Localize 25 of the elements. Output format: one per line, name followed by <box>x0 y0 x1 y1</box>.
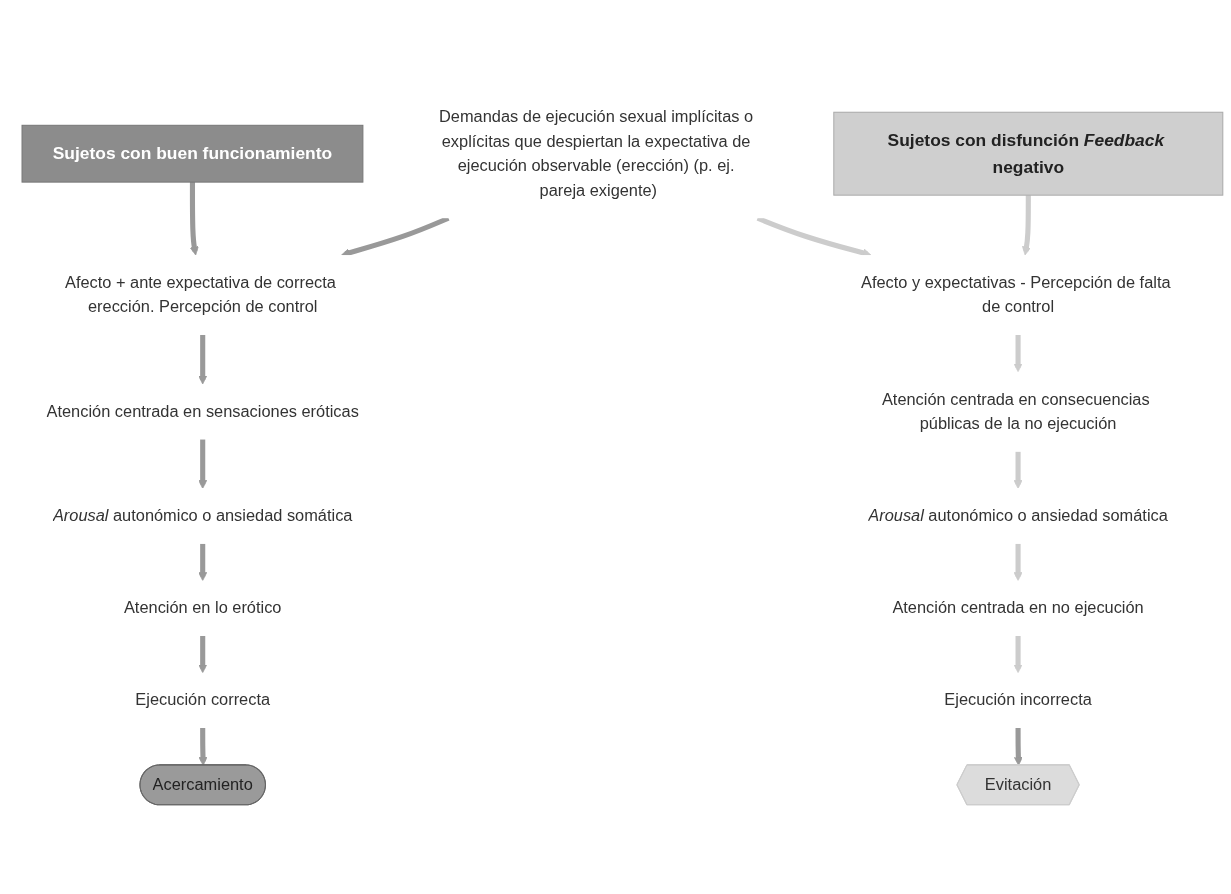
node-text: Ejecución incorrecta <box>944 691 1092 709</box>
node-text: Ejecución correcta <box>135 691 271 709</box>
node-text: Atención centrada en no ejecución <box>892 599 1144 617</box>
arrow <box>198 543 208 581</box>
arrow <box>198 334 208 385</box>
arrow <box>1013 635 1023 674</box>
node-text: Arousal autonómico o ansiedad somática <box>868 506 1168 525</box>
arrow <box>1013 728 1023 766</box>
node-box: Sujetos con disfunción Feedback negativo <box>833 111 1224 196</box>
arrow <box>189 182 199 256</box>
node-box: Sujetos con buen funcionamiento <box>21 124 364 183</box>
arrow <box>1013 334 1023 373</box>
node-text: Afecto y expectativas - Percepción de falta de control <box>861 273 1171 316</box>
node-text: Afecto + ante expectativa de correcta erección. Percepción de control <box>64 273 336 316</box>
node-text: Demandas de ejecución sexual implícitas o explícitas que despiertan la expectativa de ejecución observable (erección) (p. ej. pareja exigente) <box>439 107 754 199</box>
node-text: Atención centrada en sensaciones eróticas <box>46 402 359 420</box>
arrow <box>1013 543 1023 581</box>
arrow <box>198 439 208 489</box>
arrow <box>1022 195 1031 256</box>
arrow <box>1013 451 1023 489</box>
arrow <box>198 728 208 766</box>
node-text: Arousal autonómico o ansiedad somática <box>52 506 353 525</box>
node-text: Atención centrada en consecuencias públicas de la no ejecución <box>881 390 1150 433</box>
node-text: Atención en lo erótico <box>123 599 282 617</box>
arrow <box>198 635 208 674</box>
